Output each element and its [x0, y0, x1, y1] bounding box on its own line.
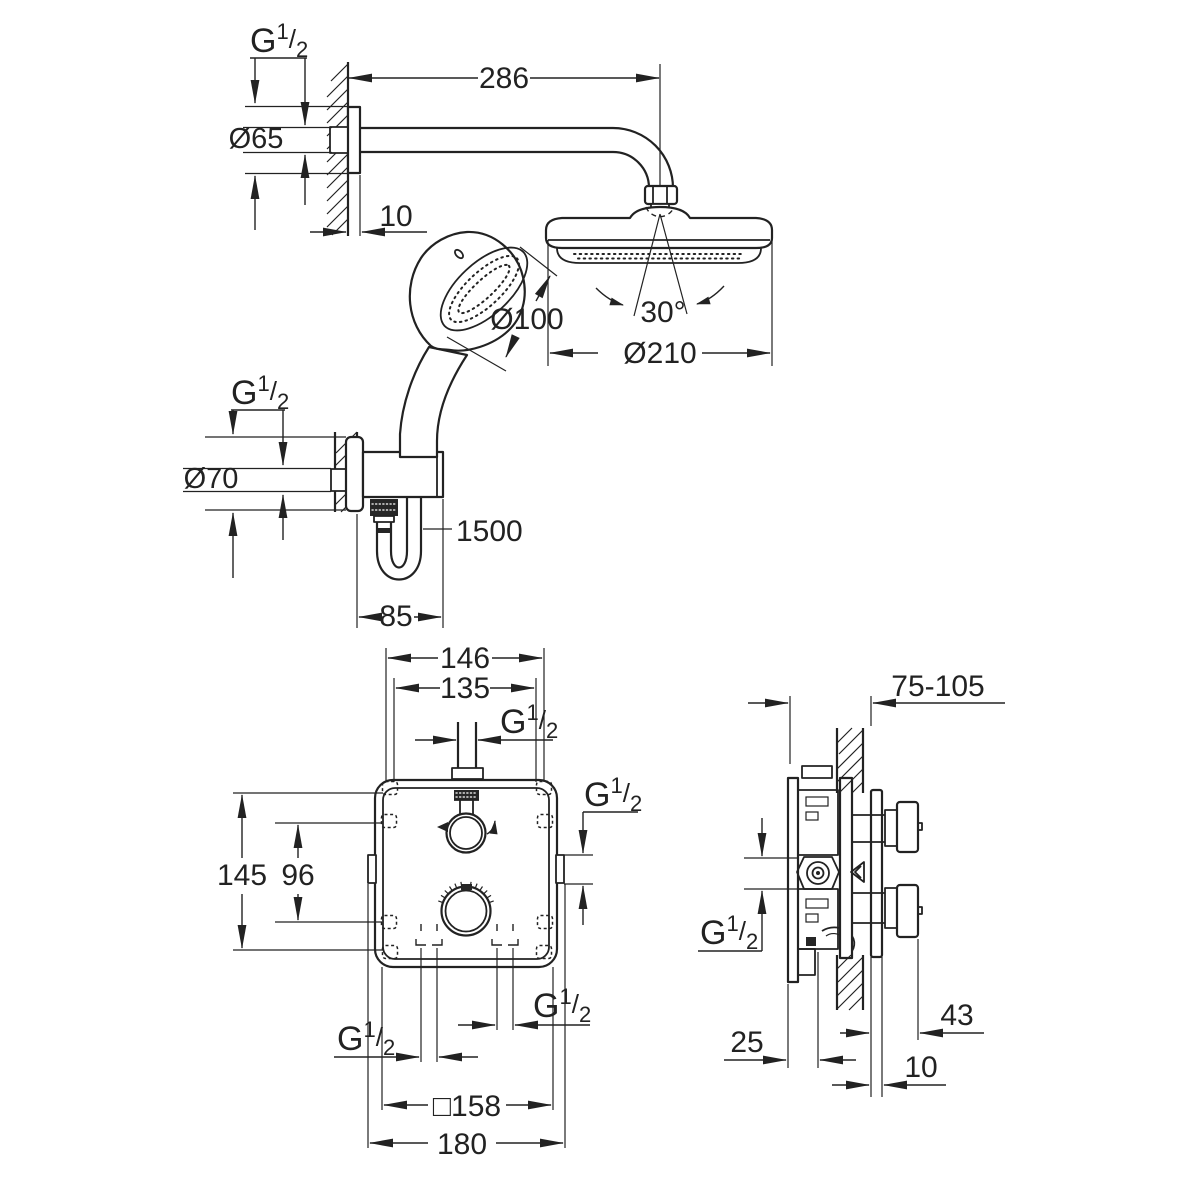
- handshower-handle: [398, 345, 469, 459]
- dim-box-inner-width: 135: [440, 672, 490, 705]
- box-inner: [382, 787, 550, 960]
- holder-escutcheon: [344, 435, 365, 513]
- dim-hose-length: 1500: [456, 515, 523, 548]
- rough-in-box-front-view: [367, 722, 565, 969]
- dim-holder-escutcheon-dia: Ø70: [184, 463, 239, 495]
- wall-lines-side-bottom: [835, 955, 865, 1010]
- dim-handshower-dia: Ø100: [490, 303, 563, 336]
- dims-holder: G1/2 Ø70 1500 85 Ø100: [183, 246, 564, 633]
- body-upper: [797, 789, 839, 856]
- dim-box-screw-height: 145: [217, 859, 267, 892]
- head-bottom: [556, 247, 762, 264]
- top-block: [801, 765, 833, 779]
- rough-in-box-side-view: [786, 727, 923, 1011]
- fixing-screws: [380, 780, 554, 960]
- hand-shower-assembly: [330, 230, 529, 581]
- bottom-step: [797, 948, 816, 976]
- knob-mark-right-arrow: [486, 820, 498, 835]
- wall-hatch-side-bottom: [836, 954, 864, 1011]
- cover-plate-edge: [869, 788, 884, 959]
- dim-arm-length: 286: [479, 62, 529, 95]
- side-tab-right: [555, 854, 565, 884]
- handshower-spray-dots-inner: [457, 263, 511, 315]
- dim-plate-thickness: 10: [904, 1051, 937, 1084]
- body-lower: [797, 888, 839, 950]
- handshower-head: [408, 230, 526, 352]
- hose-nut-lower: [373, 515, 395, 523]
- back-plate: [786, 776, 800, 984]
- thread-label-outlet-left: G1/2: [337, 1017, 395, 1060]
- dims-head-shower: 286 G1/2 Ø65 10 Ø210 30°: [229, 19, 773, 370]
- pipe-stub-top: [456, 722, 478, 768]
- thread-label-side-port: G1/2: [584, 773, 642, 816]
- wall-hatch-side-top: [836, 727, 864, 794]
- thermostat-knob: [437, 790, 498, 854]
- head-spray-dots: [573, 253, 745, 260]
- dim-head-dia: Ø210: [623, 337, 696, 370]
- dim-box-inner-height: 96: [281, 859, 314, 892]
- dims-front-view: 146 135 G1/2 G1/2 145 96 G1/2 G1/2 □158: [217, 642, 642, 1161]
- flange-plate: [838, 776, 854, 960]
- thread-label-side-view: G1/2: [700, 911, 758, 954]
- knob-serrations: [438, 881, 494, 903]
- knob-bottom-side: [852, 883, 923, 939]
- head-body: [544, 205, 774, 250]
- bottom-outlet-marks: [415, 924, 519, 946]
- dim-arm-escutcheon-dia: Ø65: [229, 123, 284, 155]
- shower-arm: [360, 126, 675, 189]
- supply-stub: [329, 126, 349, 154]
- head-shower-view: [326, 62, 774, 264]
- handshower-face: [439, 246, 529, 332]
- wall-lines-side-top: [835, 728, 865, 793]
- knob-top-side: [852, 800, 923, 854]
- dim-install-depth: 75-105: [891, 670, 984, 703]
- arm-escutcheon: [346, 105, 362, 175]
- dim-head-swivel-angle: 30°: [640, 296, 685, 329]
- thread-label-outlet-right: G1/2: [533, 984, 591, 1027]
- dim-knob-projection: 43: [940, 999, 973, 1032]
- thread-label-holder: G1/2: [231, 371, 289, 414]
- knob-mark-left: [437, 822, 448, 832]
- dim-box-screw-width: 146: [440, 642, 490, 675]
- dims-side-view: 75-105 G1/2 25 10 43: [698, 670, 1005, 1097]
- dim-holder-depth: 85: [379, 600, 412, 633]
- holder-body: [361, 450, 445, 499]
- dim-cover-plate: □158: [433, 1090, 501, 1123]
- handshower-spray-dots-outer: [448, 254, 520, 324]
- handshower-mode-slot: [454, 248, 464, 260]
- hose-nut-knurl: [370, 499, 398, 516]
- thread-label-top-pipe: G1/2: [500, 700, 558, 743]
- pipe-collar: [451, 767, 484, 780]
- arm-nut: [643, 184, 679, 206]
- dim-port-axis-offset: 25: [730, 1026, 763, 1059]
- dim-arm-escutcheon-depth: 10: [379, 200, 412, 233]
- volume-knob: [438, 881, 494, 937]
- side-tab-left: [367, 854, 377, 884]
- holder-supply-stub: [330, 468, 348, 492]
- dim-box-overall-width: 180: [437, 1128, 487, 1161]
- flow-triangle-mark: [850, 861, 865, 883]
- ball-joint-dashed: [645, 206, 675, 218]
- arm-nut-facets: [652, 186, 668, 204]
- shower-hose: [375, 497, 423, 581]
- thread-label-arm: G1/2: [250, 19, 308, 62]
